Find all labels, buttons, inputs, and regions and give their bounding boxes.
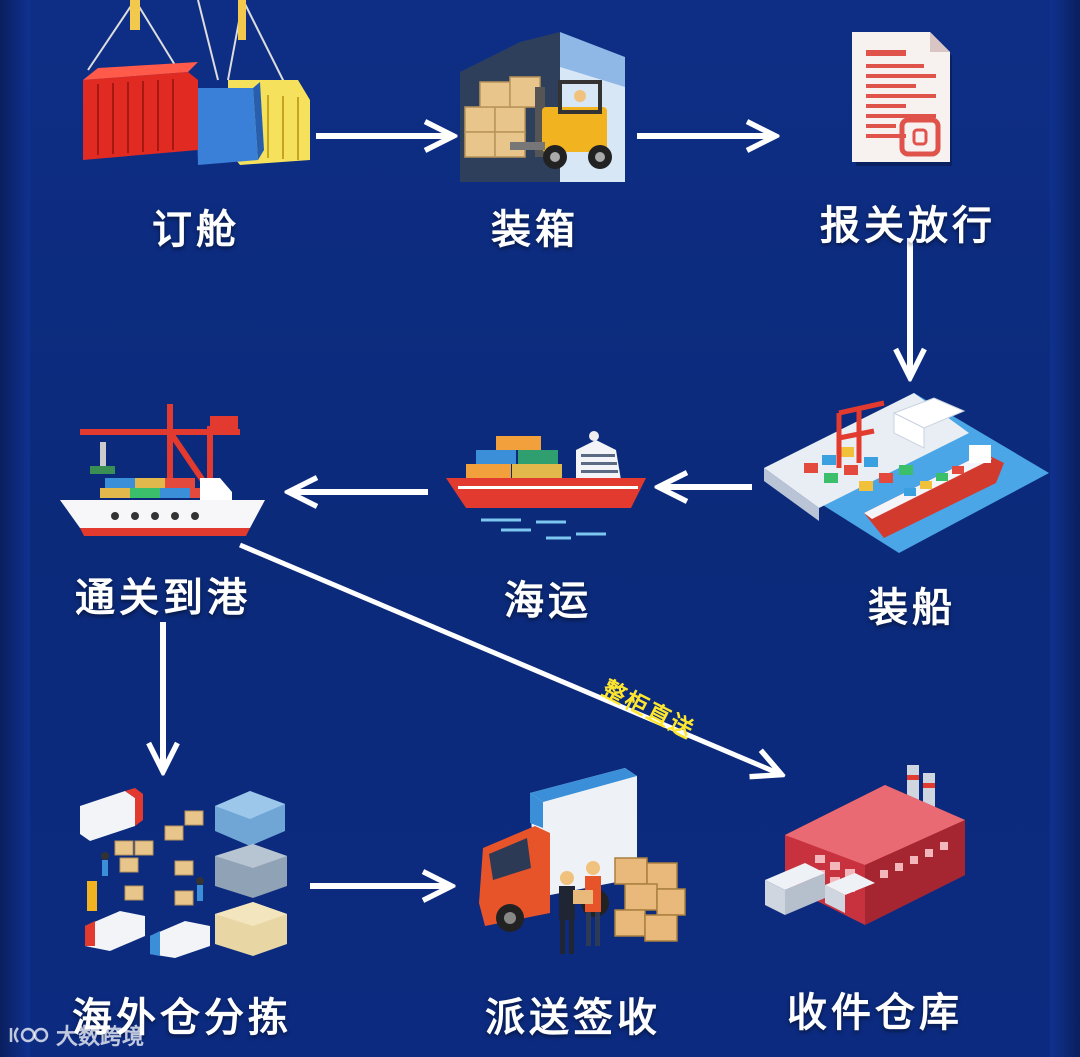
watermark: 大数跨境	[8, 1019, 144, 1051]
watermark-text: 大数跨境	[56, 1025, 145, 1050]
left-edge-panel	[0, 0, 30, 1057]
label-arrival-clearance: 通关到港	[75, 575, 251, 621]
label-loading: 装船	[868, 585, 956, 631]
warehouse-sorting-icon	[80, 788, 287, 958]
customs-document-icon	[852, 32, 952, 166]
label-ocean-freight: 海运	[504, 578, 592, 624]
forklift-warehouse-icon	[460, 32, 625, 182]
label-overseas-sorting: 海外仓分拣	[72, 995, 292, 1041]
port-loading-icon	[764, 393, 1049, 553]
arrow-direct-route	[239, 542, 780, 774]
label-receiving-warehouse: 收件仓库	[787, 990, 963, 1036]
watermark-logo-icon	[9, 1027, 49, 1043]
port-crane-ship-icon	[60, 404, 265, 536]
label-booking: 订舱	[152, 207, 240, 253]
label-customs-release: 报关放行	[820, 203, 996, 249]
container-crane-icon	[83, 0, 310, 165]
delivery-truck-icon	[479, 768, 686, 954]
factory-warehouse-icon	[765, 765, 965, 925]
label-delivery: 派送签收	[485, 995, 661, 1041]
cargo-ship-icon	[446, 431, 646, 540]
label-stuffing: 装箱	[491, 207, 579, 253]
